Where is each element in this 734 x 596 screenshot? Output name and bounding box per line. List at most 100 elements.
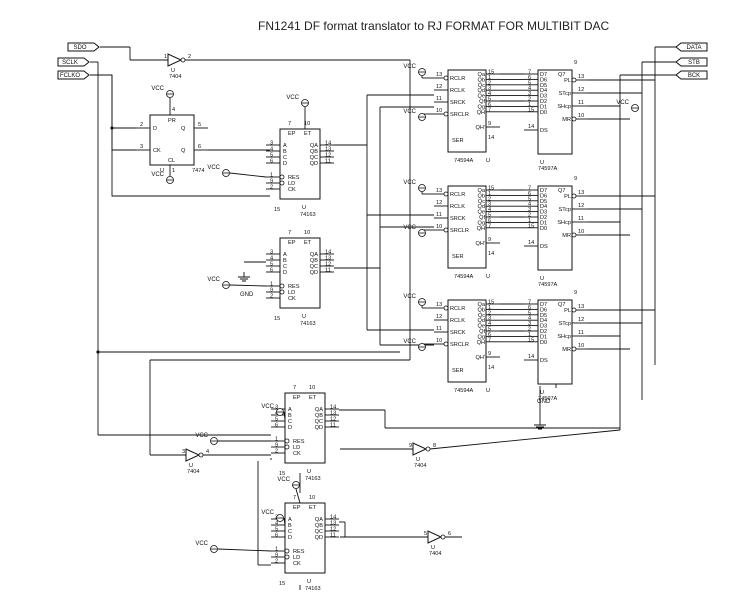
port-sclk-label: SCLK bbox=[62, 60, 78, 66]
latch-register-74597a bbox=[537, 69, 573, 155]
pin-number: 12 bbox=[330, 527, 336, 533]
latch-register-input: D5 bbox=[540, 83, 547, 89]
pin-number: 6 bbox=[528, 75, 531, 81]
pin-number: 7 bbox=[488, 337, 491, 343]
shift-register-output: Qd bbox=[478, 88, 485, 94]
counter-output: QC bbox=[315, 529, 323, 535]
part-number: 74597A bbox=[538, 166, 558, 172]
part-number: 74597A bbox=[538, 282, 558, 288]
shift-register-input: SRCLR bbox=[450, 112, 469, 118]
pin-number: 3 bbox=[528, 207, 531, 213]
latch-register-input: D0 bbox=[540, 340, 547, 346]
latch-register-ds: DS bbox=[540, 358, 548, 364]
pin-number: 5 bbox=[270, 262, 273, 268]
latch-register-input: D5 bbox=[540, 313, 547, 319]
junction-dot bbox=[96, 350, 100, 354]
part-number: 7404 bbox=[187, 469, 199, 475]
pin-number: 4 bbox=[275, 521, 278, 527]
pin-number: 15 bbox=[528, 107, 534, 113]
port-sclk bbox=[57, 57, 90, 67]
pin-number: 10 bbox=[436, 338, 442, 344]
inversion-bubble bbox=[284, 438, 290, 444]
latch-register-input: D2 bbox=[540, 329, 547, 335]
pin-number: 7 bbox=[488, 223, 491, 229]
latch-register-ds: DS bbox=[540, 244, 548, 250]
pin-number: 10 bbox=[436, 224, 442, 230]
flip-flop-qn: Q bbox=[181, 148, 186, 154]
part-number: 74594A bbox=[454, 388, 474, 394]
pin-number: 5 bbox=[270, 153, 273, 159]
latch-register-input: D7 bbox=[540, 72, 547, 78]
pin-number: 13 bbox=[325, 147, 331, 153]
latch-register-input: D2 bbox=[540, 215, 547, 221]
pin-number: 11 bbox=[578, 216, 584, 222]
flip-flop-pr: PR bbox=[168, 118, 176, 124]
counter-input: C bbox=[288, 419, 292, 425]
pin-number: 9 bbox=[574, 176, 577, 182]
pin-number: 9 bbox=[275, 443, 278, 449]
part-ref: U bbox=[160, 168, 164, 174]
pin-number: 11 bbox=[325, 159, 331, 165]
port-bck bbox=[675, 70, 708, 80]
shift-register-qh-prime: QH' bbox=[476, 125, 485, 131]
pin-number: 14 bbox=[488, 365, 494, 371]
shift-register-output: Qa bbox=[478, 302, 486, 308]
counter-output: QA bbox=[310, 143, 318, 149]
vcc-label: VCC bbox=[286, 95, 299, 101]
latch-register-control: MR bbox=[562, 347, 571, 353]
pin-number: 14 bbox=[528, 354, 534, 360]
pin-number: 5 bbox=[488, 327, 491, 333]
pin-number: 2 bbox=[528, 327, 531, 333]
latch-register-input: D4 bbox=[540, 318, 547, 324]
latch-register-input: D5 bbox=[540, 199, 547, 205]
counter-et: ET bbox=[309, 395, 317, 401]
inverter-7404 bbox=[185, 448, 201, 462]
inversion-bubble bbox=[284, 444, 290, 450]
part-ref: U bbox=[171, 68, 175, 74]
counter-input: B bbox=[283, 149, 287, 155]
counter-input: B bbox=[288, 413, 292, 419]
pin-number: 6 bbox=[270, 159, 273, 165]
pin-number: 12 bbox=[436, 314, 442, 320]
fclko-wire bbox=[111, 75, 270, 197]
pin-number: 1 bbox=[528, 218, 531, 224]
counter-ep: EP bbox=[288, 131, 296, 137]
shift-register-output: Qf bbox=[479, 99, 485, 105]
shift-register-input: RCLR bbox=[450, 192, 465, 198]
part-ref: U bbox=[189, 463, 193, 469]
part-ref: U bbox=[307, 579, 311, 585]
pin-number: 3 bbox=[275, 405, 278, 411]
latch-register-input: D3 bbox=[540, 210, 547, 216]
pin-number: 7 bbox=[528, 300, 531, 306]
inverter-pin: 3 bbox=[182, 449, 185, 455]
part-number: 7474 bbox=[192, 168, 204, 174]
counter-input: D bbox=[288, 535, 292, 541]
pin-number: 9 bbox=[574, 290, 577, 296]
pin-number: 2 bbox=[270, 294, 273, 300]
latch-register-input: D0 bbox=[540, 110, 547, 116]
latch-register-control: MR bbox=[562, 233, 571, 239]
part-number: 74163 bbox=[300, 212, 316, 218]
inversion-bubble bbox=[443, 191, 449, 197]
inverter-7404 bbox=[427, 530, 443, 544]
shift-register-output: Qe bbox=[478, 324, 485, 330]
part-number: 74594A bbox=[454, 158, 474, 164]
inverter-pin: 6 bbox=[448, 531, 451, 537]
pin-number: 14 bbox=[330, 405, 336, 411]
shift-register-output: Qg bbox=[478, 104, 485, 110]
pin-number: 11 bbox=[330, 423, 336, 429]
counter-et: ET bbox=[309, 505, 317, 511]
shift-register-output: Qf bbox=[479, 329, 485, 335]
pin-number: 11 bbox=[436, 212, 442, 218]
counter-output: QB bbox=[310, 258, 318, 264]
latch-register-input: D6 bbox=[540, 193, 547, 199]
pin-number: 1 bbox=[172, 168, 175, 174]
counter-input: C bbox=[288, 529, 292, 535]
pin-number: 2 bbox=[275, 559, 278, 565]
pin-number: 13 bbox=[436, 302, 442, 308]
latch-register-input: D1 bbox=[540, 220, 547, 226]
pin-number: 4 bbox=[172, 107, 175, 113]
latch-register-input: D7 bbox=[540, 302, 547, 308]
vcc-label: VCC bbox=[207, 165, 220, 171]
pin-number: 15 bbox=[488, 300, 494, 306]
